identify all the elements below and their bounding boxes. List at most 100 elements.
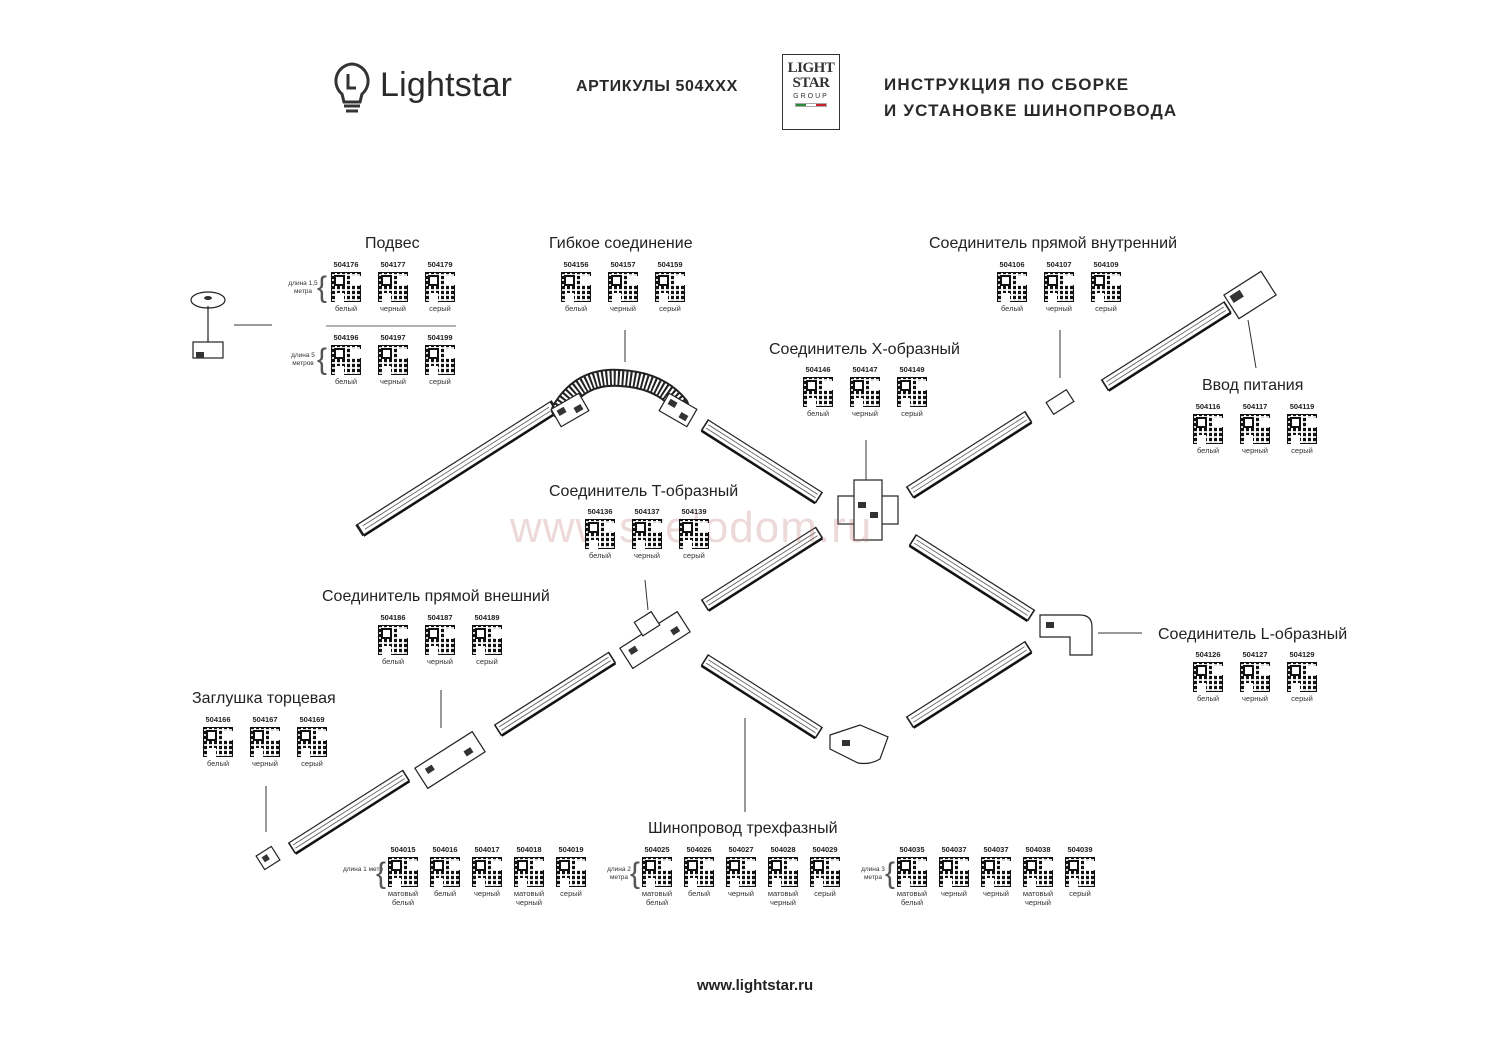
product-code: 504106 xyxy=(999,260,1025,269)
product-code: 504018 xyxy=(516,845,542,854)
track-title: Шинопровод трехфазный xyxy=(648,820,838,837)
qr-code-icon xyxy=(250,727,280,757)
product-color: белый xyxy=(588,551,612,560)
product-code: 504199 xyxy=(427,333,453,342)
brace-icon: { xyxy=(885,857,896,890)
product-color: серый xyxy=(429,377,451,386)
product-item[interactable]: 504199 серый xyxy=(422,333,458,386)
qr-code-icon xyxy=(203,727,233,757)
product-color: серый xyxy=(814,889,836,898)
product-color: белый xyxy=(433,889,457,898)
product-color: белый xyxy=(1196,694,1220,703)
product-color: черный xyxy=(380,304,406,313)
group-logo-line2: STAR xyxy=(792,75,830,91)
product-code: 504159 xyxy=(657,260,683,269)
brace-icon: { xyxy=(317,343,328,376)
brace-icon: { xyxy=(630,857,641,890)
product-code: 504127 xyxy=(1242,650,1268,659)
product-color: серый xyxy=(301,759,323,768)
x-connector-drawing xyxy=(837,479,899,541)
qr-code-icon xyxy=(655,272,685,302)
qr-code-icon xyxy=(425,625,455,655)
product-color: серый xyxy=(683,551,705,560)
qr-code-icon xyxy=(850,377,880,407)
qr-code-icon xyxy=(684,857,714,887)
brand-name: Lightstar xyxy=(380,66,513,104)
instruction-line2: И УСТАНОВКЕ ШИНОПРОВОДА xyxy=(884,101,1178,120)
straight-inner-connector-drawing xyxy=(1045,388,1075,416)
product-code: 504189 xyxy=(474,613,500,622)
brace-icon: { xyxy=(376,857,387,890)
product-code: 504015 xyxy=(390,845,416,854)
product-color: серый xyxy=(429,304,451,313)
product-code: 504028 xyxy=(770,845,796,854)
product-color: белый xyxy=(334,304,358,313)
product-color: черный xyxy=(1242,446,1268,455)
qr-code-icon xyxy=(297,727,327,757)
footer-website-link[interactable]: www.lightstar.ru xyxy=(697,977,814,994)
qr-code-icon xyxy=(472,857,502,887)
product-code: 504186 xyxy=(380,613,406,622)
product-item[interactable]: 504039 серый xyxy=(1062,845,1098,907)
l-connector-bottom-drawing xyxy=(829,724,889,765)
product-code: 504039 xyxy=(1067,845,1093,854)
product-color: черный xyxy=(852,409,878,418)
product-code: 504149 xyxy=(899,365,925,374)
flexible-connector-drawing xyxy=(550,368,698,428)
product-color: белый xyxy=(564,304,588,313)
product-color: серый xyxy=(1069,889,1091,898)
group-logo-line3: GROUP xyxy=(793,93,829,100)
qr-code-icon xyxy=(1193,414,1223,444)
qr-code-icon xyxy=(1091,272,1121,302)
product-code: 504129 xyxy=(1289,650,1315,659)
product-item[interactable]: 504189 серый xyxy=(469,613,505,666)
qr-code-icon xyxy=(425,272,455,302)
product-color: черный xyxy=(380,377,406,386)
product-color: серый xyxy=(476,657,498,666)
